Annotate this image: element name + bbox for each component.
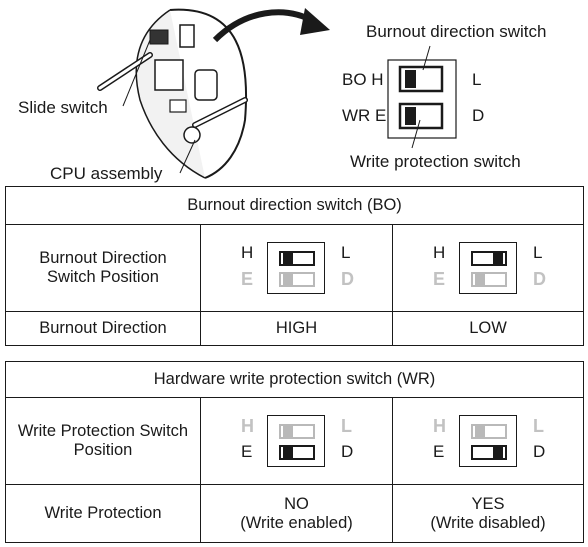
- bo1-switch-inactive: [279, 272, 315, 287]
- burnout-low-position-cell: H E L D: [391, 224, 585, 312]
- bo2-d: D: [533, 269, 546, 289]
- capacitor-component: [194, 69, 218, 101]
- wr1-switch-active: [279, 445, 315, 460]
- cpu-assembly-leader: [179, 139, 196, 174]
- burnout-switch-label: Burnout direction switch: [366, 22, 547, 41]
- arrow-head: [300, 8, 330, 35]
- bo1-e: E: [241, 269, 254, 289]
- bo2-switch-inactive: [471, 272, 507, 287]
- burnout-table-header: Burnout direction switch (BO): [4, 186, 585, 225]
- wr2-h: H: [433, 416, 446, 436]
- wr-no-line1: NO: [284, 494, 309, 513]
- wr-d-label: D: [472, 106, 485, 125]
- wr-leader: [411, 119, 421, 149]
- wr-position-label: Write Protection Switch Position: [5, 397, 201, 485]
- wr-enabled-position-cell: H E L D: [200, 397, 393, 485]
- wr-no-value: NO (Write enabled): [200, 484, 393, 543]
- wr-protection-label: Write Protection: [5, 484, 201, 543]
- burnout-high-value: HIGH: [200, 311, 393, 346]
- bo2-e: E: [433, 269, 446, 289]
- wr-table-header: Hardware write protection switch (WR): [4, 361, 585, 398]
- wr-no-line2: (Write enabled): [240, 513, 353, 532]
- bo2-switch-frame: [459, 242, 517, 294]
- burnout-high-position-cell: H E L D: [200, 224, 393, 312]
- bo-l-label: L: [472, 70, 482, 89]
- bo2-h: H: [433, 243, 446, 262]
- wr-yes-value: YES (Write disabled): [391, 484, 585, 543]
- burnout-low-value: LOW: [391, 311, 585, 346]
- wr2-switch-active: [471, 445, 507, 460]
- write-protection-table: Hardware write protection switch (WR) Wr…: [4, 361, 585, 543]
- bo-leader: [422, 45, 431, 71]
- connector-component: [179, 24, 195, 48]
- burnout-position-label: Burnout Direction Switch Position: [5, 224, 201, 312]
- wr1-e: E: [241, 442, 253, 461]
- wr-disabled-position-cell: H E L D: [391, 397, 585, 485]
- bo1-switch-active: [279, 251, 315, 266]
- wr1-d: D: [341, 442, 354, 461]
- bo1-d: D: [341, 269, 354, 289]
- cpu-assembly-label: CPU assembly: [50, 164, 163, 183]
- wr2-switch-inactive: [471, 424, 507, 439]
- cpu-board-illustration: [97, 8, 457, 179]
- wr1-l: L: [341, 416, 352, 436]
- burnout-direction-label: Burnout Direction: [5, 311, 201, 346]
- bo2-switch-active: [471, 251, 507, 266]
- wr1-switch-frame: [267, 415, 325, 467]
- wr2-e: E: [433, 442, 445, 461]
- wr1-switch-inactive: [279, 424, 315, 439]
- wr-switch-knob: [405, 107, 416, 125]
- zoom-arrow: [212, 9, 317, 43]
- bo1-h: H: [241, 243, 254, 262]
- wr1-h: H: [241, 416, 254, 436]
- bo-h-label: BO H: [342, 70, 384, 89]
- wr-e-label: WR E: [342, 106, 387, 125]
- wr2-switch-frame: [459, 415, 517, 467]
- switch-location-figure: Burnout direction switch BO H L WR E D W…: [0, 0, 588, 186]
- wr-yes-line1: YES: [471, 494, 505, 513]
- post-component: [183, 126, 201, 144]
- slide-switch-component: [149, 29, 169, 45]
- burnout-direction-table: Burnout direction switch (BO) Burnout Di…: [4, 186, 585, 346]
- chip-component: [154, 59, 184, 91]
- bo-switch-knob: [405, 70, 416, 88]
- bo1-l: L: [341, 243, 351, 262]
- slide-switch-leader: [122, 39, 151, 107]
- slide-switch-label: Slide switch: [18, 98, 108, 117]
- bo2-l: L: [533, 243, 543, 262]
- wr2-d: D: [533, 442, 546, 461]
- wr-yes-line2: (Write disabled): [430, 513, 546, 532]
- write-protection-switch-label: Write protection switch: [350, 152, 521, 171]
- wr2-l: L: [533, 416, 544, 436]
- small-component: [169, 99, 187, 113]
- bo1-switch-frame: [267, 242, 325, 294]
